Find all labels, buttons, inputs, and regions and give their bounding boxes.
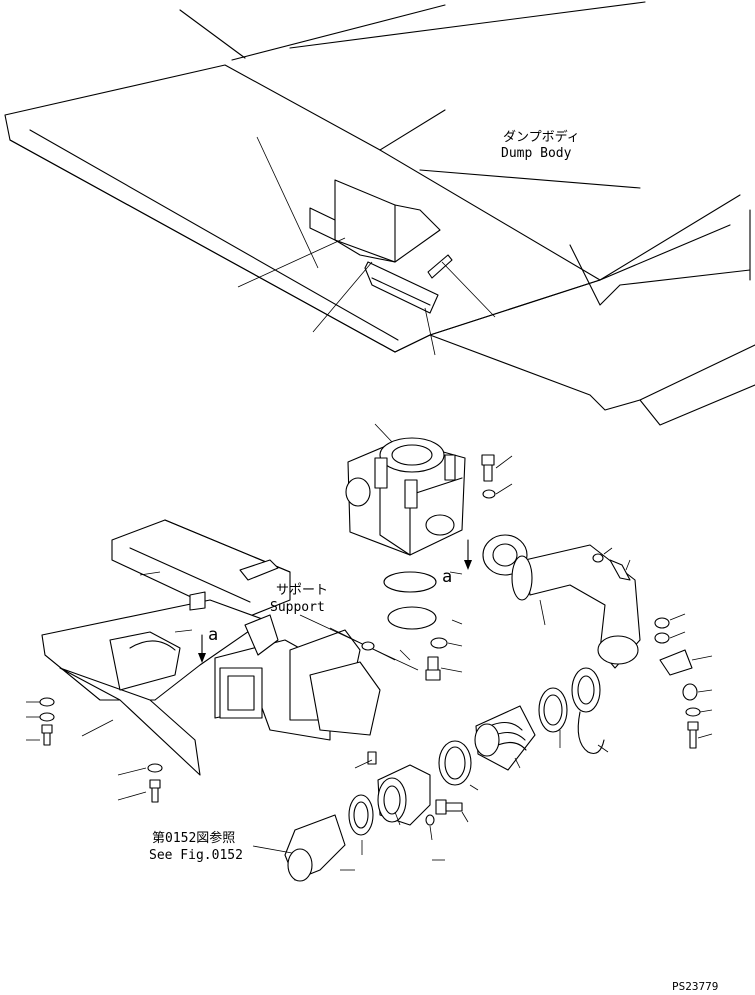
dump-body-label-en: Dump Body: [501, 146, 572, 161]
exhaust-pipe: [482, 534, 641, 669]
support-label-en: Support: [270, 600, 325, 615]
gaskets: [383, 571, 463, 681]
clamps-and-bellows: [438, 667, 609, 791]
pipe-flange: [592, 547, 631, 581]
text-labels: ダンプボディ Dump Body サポート Support 第0152図参照 S…: [149, 129, 718, 993]
view-label-a-right: a: [442, 567, 452, 587]
valve-bolt: [481, 454, 513, 499]
left-hardware: [26, 697, 163, 803]
view-arrow-a-right: a: [442, 539, 472, 587]
see-fig-label-en: See Fig.0152: [149, 848, 243, 863]
lower-elbow: [284, 751, 469, 882]
support-frame: [41, 519, 291, 776]
valve-assembly: [345, 423, 466, 556]
dump-body: [4, 1, 755, 426]
view-label-a-left: a: [208, 625, 218, 645]
support-block: [214, 614, 419, 741]
right-hardware: [654, 613, 713, 749]
support-label-jp: サポート: [276, 583, 328, 598]
dump-body-label-jp: ダンプボディ: [503, 129, 580, 145]
drawing-number: PS23779: [672, 980, 718, 993]
see-fig-label-jp: 第0152図参照: [152, 830, 235, 846]
view-arrow-a-left: a: [198, 625, 218, 663]
